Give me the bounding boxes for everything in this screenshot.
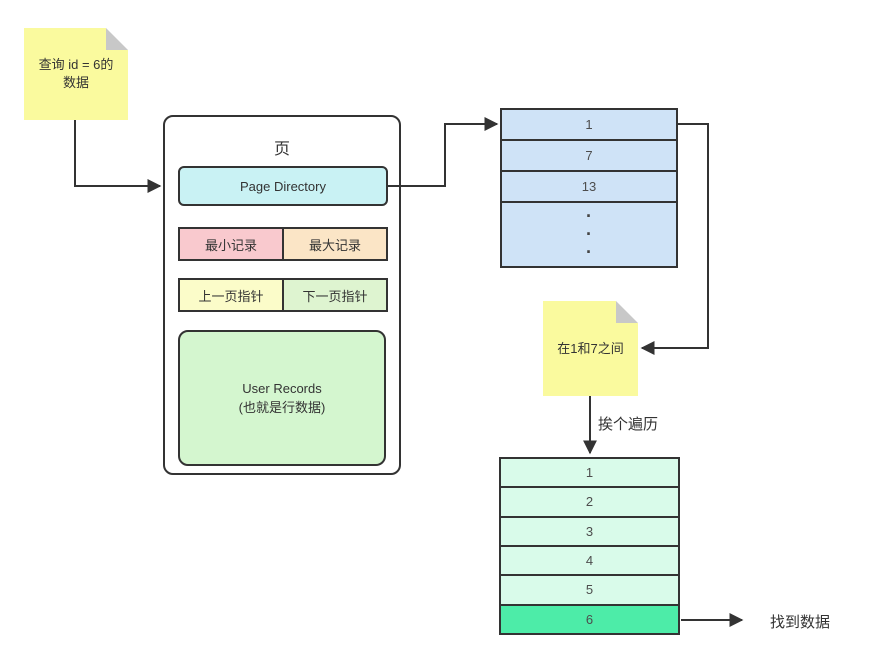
user-records-box: User Records (也就是行数据): [178, 330, 386, 466]
traverse-label: 挨个遍历: [598, 416, 659, 433]
dot-icon: ·: [586, 224, 592, 244]
directory-row-7: 7: [502, 141, 676, 172]
min-record-cell: 最小记录: [180, 229, 284, 259]
dot-icon: ·: [586, 206, 592, 226]
directory-row-1: 1: [502, 110, 676, 141]
record-row-6-found: 6: [501, 605, 678, 633]
note-query-text-line1: 查询 id = 6的: [38, 57, 114, 72]
record-row-2: 2: [501, 488, 678, 518]
note-query-text-line2: 数据: [62, 75, 89, 90]
note-between: 在1和7之间: [543, 301, 638, 396]
record-row-1: 1: [501, 459, 678, 489]
page-title: 页: [273, 141, 290, 158]
directory-row-13: 13: [502, 172, 676, 203]
note-query: 查询 id = 6的 数据: [24, 28, 128, 120]
record-row-3: 3: [501, 517, 678, 547]
found-label: 找到数据: [770, 614, 831, 631]
record-limits-row: 最小记录 最大记录: [178, 227, 388, 261]
page-container: 页 Page Directory 最小记录 最大记录 上一页指针 下一页指针 U…: [163, 115, 401, 475]
connector-directory-to-table: [388, 117, 499, 187]
record-row-5: 5: [501, 576, 678, 606]
next-page-pointer-cell: 下一页指针: [284, 280, 386, 310]
user-records-table: 1 2 3 4 5 6: [499, 457, 680, 635]
dot-icon: ·: [586, 242, 592, 262]
max-record-cell: 最大记录: [284, 229, 386, 259]
record-row-4: 4: [501, 546, 678, 577]
page-directory-box: Page Directory: [178, 166, 388, 206]
folded-corner-icon: [106, 28, 128, 50]
ellipsis-row: · · ·: [502, 203, 676, 266]
user-records-text-line2: (也就是行数据): [238, 400, 326, 415]
page-pointers-row: 上一页指针 下一页指针: [178, 278, 388, 312]
note-between-text: 在1和7之间: [557, 340, 624, 356]
connector-query-to-page: [74, 120, 162, 193]
folded-corner-icon: [616, 301, 638, 323]
page-directory-table: 1 7 13 · · ·: [500, 108, 678, 268]
user-records-text-line1: User Records: [242, 381, 322, 396]
prev-page-pointer-cell: 上一页指针: [180, 280, 284, 310]
